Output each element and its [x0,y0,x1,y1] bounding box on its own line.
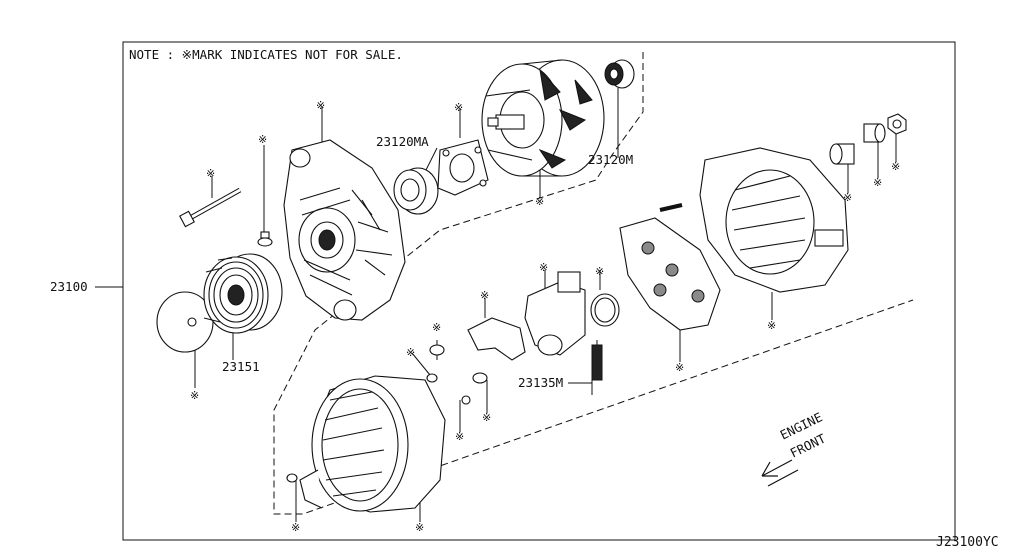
not-for-sale-mark: ※ [454,101,464,114]
screws-group [286,344,488,483]
brush [591,340,603,381]
front-bearing [393,167,439,215]
rotor [481,59,605,177]
rear-cover [699,147,849,293]
not-for-sale-mark: ※ [873,176,883,189]
not-for-sale-mark: ※ [258,133,268,146]
not-for-sale-mark: ※ [675,361,685,374]
terminal-insulator [467,317,526,361]
part-number-rear-bearing: 23120M [588,152,634,167]
not-for-sale-mark: ※ [482,411,492,424]
not-for-sale-note: NOTE : ※MARK INDICATES NOT FOR SALE. [129,47,403,62]
part-number-assembly: 23100 [50,279,88,294]
regulator [524,271,586,356]
diagram-code: J23100YC [936,535,999,550]
through-bolt [179,187,242,228]
front-housing [283,139,406,321]
not-for-sale-mark: ※ [595,265,605,278]
not-for-sale-mark: ※ [767,319,777,332]
not-for-sale-mark: ※ [891,160,901,173]
terminal-bolt-cap [829,143,855,165]
engine-front-arrow [761,459,799,487]
not-for-sale-mark: ※ [432,321,442,334]
terminal-nut [887,113,907,135]
not-for-sale-mark: ※ [206,167,216,180]
not-for-sale-mark: ※ [455,430,465,443]
stator [299,375,446,513]
not-for-sale-mark: ※ [406,346,416,359]
part-number-front-bearing: 23120MA [376,134,429,149]
not-for-sale-mark: ※ [843,191,853,204]
not-for-sale-mark: ※ [291,521,301,534]
part-number-pulley: 23151 [222,359,260,374]
not-for-sale-mark: ※ [415,521,425,534]
terminal-insulator-sleeve [863,123,886,143]
not-for-sale-mark: ※ [480,289,490,302]
bearing-retainer-plate [437,139,489,196]
rectifier [619,203,721,331]
not-for-sale-mark: ※ [316,99,326,112]
diagram-frame [122,41,956,541]
pulley [203,253,283,334]
small-screw [257,231,273,247]
not-for-sale-mark: ※ [190,389,200,402]
not-for-sale-mark: ※ [535,195,545,208]
not-for-sale-mark: ※ [539,261,549,274]
part-number-brush: 23135M [518,375,564,390]
rear-bearing [604,59,635,89]
snap-ring [590,293,620,327]
